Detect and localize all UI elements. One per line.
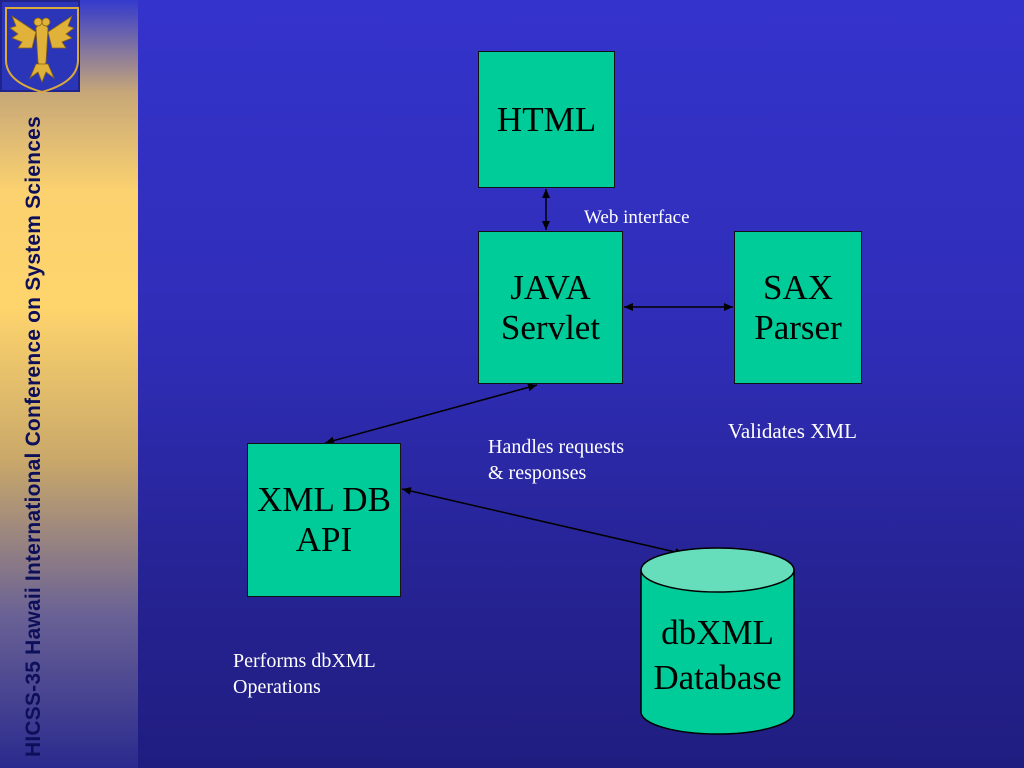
database-cylinder (640, 547, 795, 735)
java-servlet-node: JAVA Servlet (478, 231, 623, 384)
performs-operations-note: Performs dbXML Operations (233, 650, 376, 698)
sidebar: HICSS-35 Hawaii International Conference… (0, 0, 138, 768)
java-servlet-node-label: JAVA Servlet (500, 267, 601, 347)
arrow-servlet-xmldb (324, 383, 538, 445)
web-interface-note: Web interface (584, 207, 690, 228)
dbxml-database-label: dbXML Database (653, 613, 782, 697)
eagle-crest-icon (0, 0, 80, 94)
arrow-xmldb-database (401, 487, 685, 556)
sax-parser-node: SAX Parser (734, 231, 862, 384)
xml-db-api-node: XML DB API (247, 443, 401, 597)
xml-db-api-node-label: XML DB API (257, 480, 391, 559)
validates-xml-note: Validates XML (728, 419, 857, 443)
html-node: HTML (478, 51, 615, 188)
html-node-label: HTML (496, 99, 597, 139)
handles-requests-note: Handles requests & responses (488, 436, 625, 484)
sax-parser-node-label: SAX Parser (754, 267, 842, 347)
